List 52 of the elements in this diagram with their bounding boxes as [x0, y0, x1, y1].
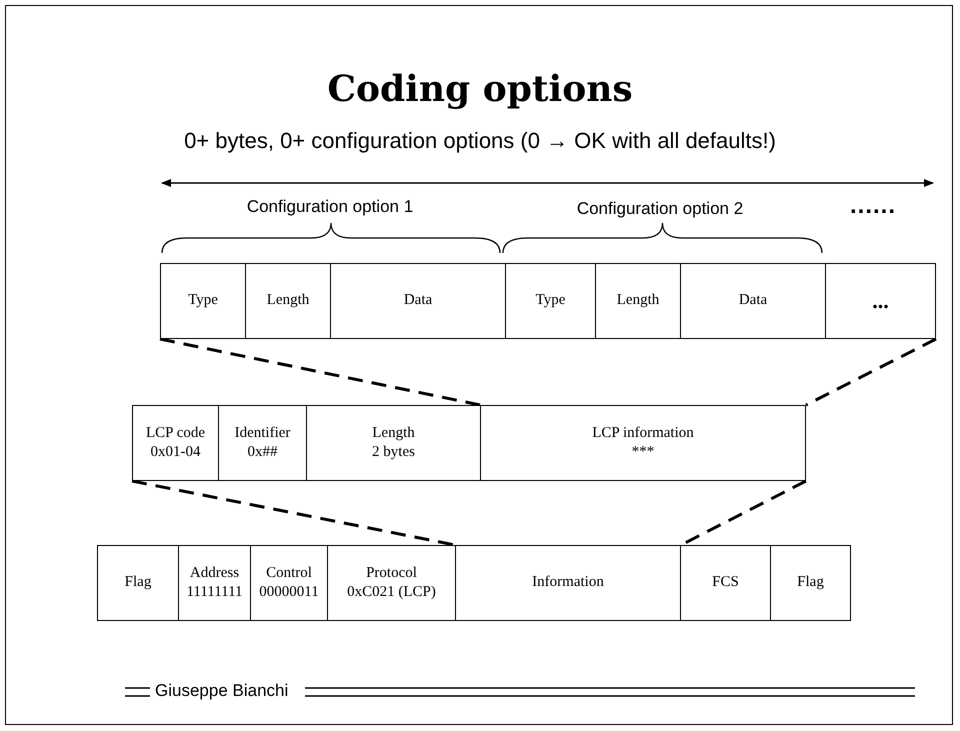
field-text: LCP information — [592, 424, 694, 442]
frame-field — [132, 405, 219, 481]
field-text: 2 bytes — [372, 443, 415, 462]
frame-field — [330, 263, 506, 339]
frame-field — [218, 405, 307, 481]
range-caption: 0+ bytes, 0+ configuration options (0 → OK with all defaults!) — [183, 128, 777, 154]
field-text: Information — [532, 573, 604, 592]
field-text: Type — [536, 291, 566, 310]
frame-field — [595, 263, 681, 339]
field-text: 0x01-04 — [150, 443, 200, 462]
field-text: Control — [266, 564, 312, 582]
field-text: Data — [738, 291, 768, 310]
zoom-line — [160, 338, 480, 406]
field-text: Data — [404, 291, 432, 310]
field-text: LCP code — [146, 424, 206, 442]
option-label: Configuration option 1 — [246, 197, 414, 217]
field-text: Identifier — [234, 424, 290, 442]
zoom-line — [805, 338, 937, 406]
slide-title: Coding options — [326, 68, 634, 110]
field-text: Address — [190, 564, 240, 582]
frame-field — [455, 545, 681, 621]
field-text: ... — [872, 286, 889, 315]
ellipsis: ...... — [850, 192, 896, 220]
frame-field — [327, 545, 456, 621]
field-text: 0xC021 (LCP) — [347, 583, 436, 602]
author-name: Giuseppe Bianchi — [155, 681, 288, 701]
frame-field — [160, 263, 246, 339]
field-text: 00000011 — [259, 583, 319, 602]
field-text: 11111111 — [186, 583, 243, 602]
frame-field — [178, 545, 251, 621]
frame-field — [245, 263, 331, 339]
field-text: Flag — [124, 573, 152, 592]
field-text: *** — [632, 443, 654, 462]
field-text: Length — [266, 291, 310, 310]
field-text: Flag — [797, 573, 824, 592]
frame-field — [480, 405, 806, 481]
frame-field — [680, 263, 826, 339]
frame-field — [97, 545, 179, 621]
field-text: 0x## — [248, 443, 278, 462]
field-text: Length — [616, 291, 660, 310]
frame-field — [306, 405, 481, 481]
frame-field — [250, 545, 328, 621]
option-label: Configuration option 2 — [576, 199, 744, 219]
frame-field — [680, 545, 771, 621]
frame-field — [770, 545, 851, 621]
frame-field — [825, 263, 936, 339]
field-text: Protocol — [366, 564, 417, 582]
field-text: FCS — [712, 573, 739, 592]
field-text: Length — [372, 424, 415, 442]
frame-field — [505, 263, 596, 339]
zoom-line — [132, 480, 456, 546]
field-text: Type — [188, 291, 218, 310]
